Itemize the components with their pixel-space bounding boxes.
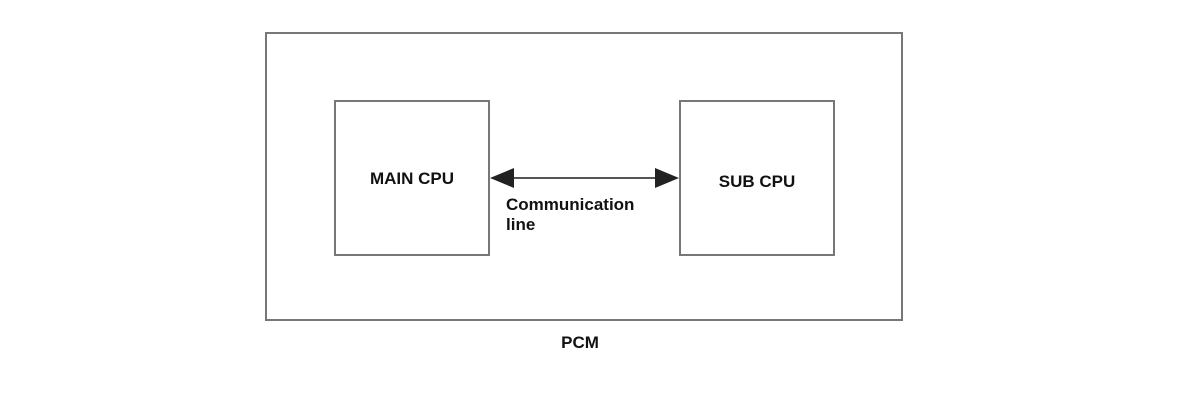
arrowhead-left	[490, 168, 514, 188]
arrowhead-right	[655, 168, 679, 188]
communication-label-line1: Communication	[506, 195, 635, 214]
communication-line-label: Communication line	[506, 195, 676, 235]
sub-cpu-label: SUB CPU	[718, 172, 796, 191]
main-cpu-box: MAIN CPU	[334, 100, 490, 256]
pcm-label: PCM	[561, 333, 599, 352]
communication-label-line2: line	[506, 215, 536, 234]
sub-cpu-box: SUB CPU	[679, 100, 835, 256]
main-cpu-label: MAIN CPU	[369, 169, 455, 188]
